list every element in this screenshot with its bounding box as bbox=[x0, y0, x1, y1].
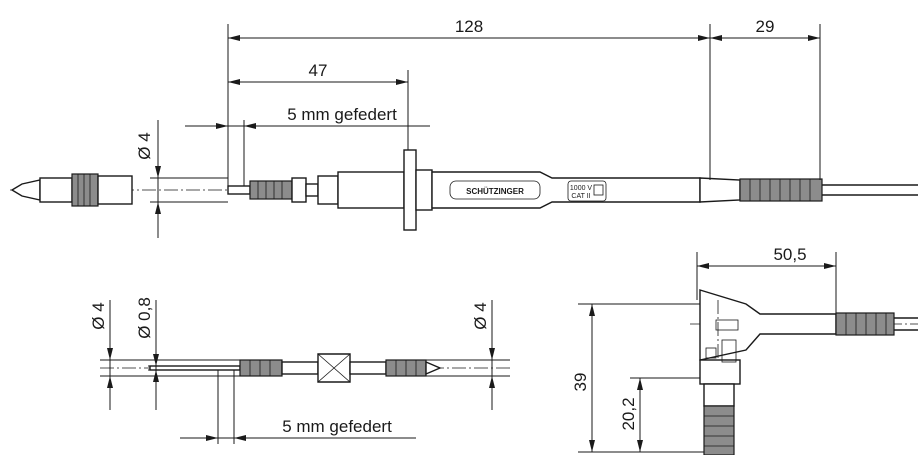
dim-128: 128 bbox=[455, 17, 483, 36]
dim-29: 29 bbox=[756, 17, 775, 36]
handle-front bbox=[337, 149, 433, 231]
voltage-rating: 1000 V bbox=[570, 185, 593, 192]
dim-50-5: 50,5 bbox=[773, 245, 806, 264]
dim-dia-right: Ø 4 bbox=[471, 302, 490, 329]
tip-detail-view: Ø 4 Ø 0,8 Ø 4 5 mm gefedert bbox=[89, 297, 510, 444]
dim-39: 39 bbox=[571, 373, 590, 392]
brand-logo: SCHÜTZINGER bbox=[466, 187, 524, 196]
probe-tip bbox=[227, 175, 339, 205]
category-rating: CAT II bbox=[571, 193, 590, 200]
spring-travel-bottom: 5 mm gefedert bbox=[282, 417, 392, 436]
dim-20-2: 20,2 bbox=[619, 397, 638, 430]
strain-relief bbox=[699, 177, 918, 203]
main-probe-view: SCHÜTZINGER 1000 V CAT II bbox=[10, 17, 918, 238]
spring-travel-top: 5 mm gefedert bbox=[287, 105, 397, 124]
dim-47: 47 bbox=[309, 61, 328, 80]
angled-connector-view: 50,5 39 20,2 bbox=[571, 245, 918, 455]
dim-dia-left: Ø 4 bbox=[89, 302, 108, 329]
dim-dia-pin: Ø 0,8 bbox=[135, 297, 154, 339]
dim-dia-top: Ø 4 bbox=[135, 132, 154, 159]
handle-body: SCHÜTZINGER 1000 V CAT II bbox=[431, 171, 701, 209]
tip-cap bbox=[10, 173, 133, 207]
